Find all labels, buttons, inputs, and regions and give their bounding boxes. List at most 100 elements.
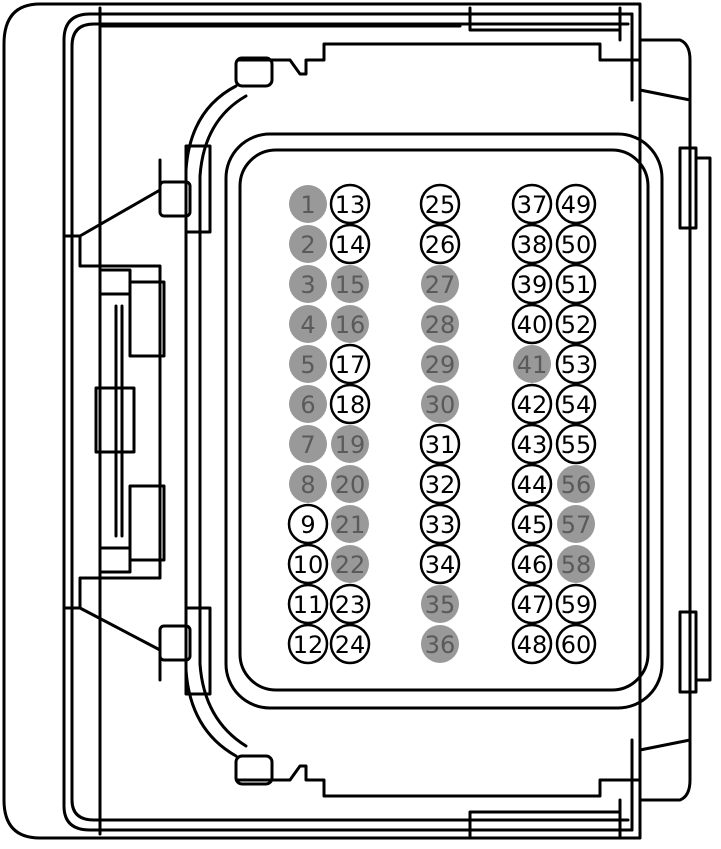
pin-14-label: 14	[335, 231, 366, 259]
pin-31-circle	[419, 423, 461, 465]
lock-lever-diagonal	[78, 158, 162, 682]
pin-22-label: 22	[335, 551, 366, 579]
pin-50-circle	[555, 223, 597, 265]
pin-5-circle	[289, 345, 327, 383]
right-side-step	[694, 156, 712, 682]
pin-20-label: 20	[335, 471, 366, 499]
pin-3-circle	[289, 265, 327, 303]
pin-42-label: 42	[517, 391, 548, 419]
pin-34-label: 34	[425, 551, 456, 579]
pin-20-circle	[331, 465, 369, 503]
pin-41-label: 41	[517, 351, 548, 379]
pin-45-circle	[511, 503, 553, 545]
pin-25-circle	[419, 183, 461, 225]
pin-22-circle	[331, 545, 369, 583]
pin-28-label: 28	[425, 311, 456, 339]
pin-44-circle	[511, 463, 553, 505]
shell-left-inner-2	[70, 22, 630, 822]
pin-9-circle	[287, 503, 329, 545]
pin-48-label: 48	[517, 631, 548, 659]
latch-top-tab	[234, 56, 274, 88]
pin-52-circle	[555, 303, 597, 345]
latch-arc-outer	[184, 84, 238, 758]
lever-rails	[114, 304, 124, 538]
cavity-inner	[238, 148, 650, 692]
pin-23-label: 23	[335, 591, 366, 619]
pin-10-circle	[287, 543, 329, 585]
pin-24-label: 24	[335, 631, 366, 659]
pin-4-label: 4	[300, 311, 315, 339]
latch-arc-inner	[198, 94, 248, 748]
cavity-outer	[224, 132, 664, 710]
pin-53-circle	[555, 343, 597, 385]
pin-46-label: 46	[517, 551, 548, 579]
pin-13-label: 13	[335, 191, 366, 219]
pin-48-circle	[511, 623, 553, 665]
pin-28-circle	[421, 305, 459, 343]
pin-59-label: 59	[561, 591, 592, 619]
lever-block-bottom	[128, 484, 166, 562]
pin-24-circle	[329, 623, 371, 665]
pin-30-label: 30	[425, 391, 456, 419]
pin-27-label: 27	[425, 271, 456, 299]
shell-top-segments	[98, 6, 692, 102]
lock-slot-top	[184, 144, 212, 234]
pin-59-circle	[555, 583, 597, 625]
pin-29-circle	[421, 345, 459, 383]
pin-14-circle	[329, 223, 371, 265]
outer-shell	[2, 2, 642, 840]
pin-6-label: 6	[300, 391, 315, 419]
pin-58-label: 58	[561, 551, 592, 579]
pin-cavity	[224, 132, 664, 710]
lever-inner	[98, 268, 132, 296]
lock-lever	[62, 234, 162, 610]
pin-56-label: 56	[561, 471, 592, 499]
pin-26-label: 26	[425, 231, 456, 259]
pin-2-label: 2	[300, 231, 315, 259]
pin-36-circle	[421, 625, 459, 663]
pin-16-circle	[331, 305, 369, 343]
pin-54-circle	[555, 383, 597, 425]
pin-60-circle	[555, 623, 597, 665]
pin-32-circle	[419, 463, 461, 505]
pin-16-label: 16	[335, 311, 366, 339]
pin-46-circle	[511, 543, 553, 585]
pin-29-label: 29	[425, 351, 456, 379]
pin-26-circle	[419, 223, 461, 265]
pin-32-label: 32	[425, 471, 456, 499]
pin-47-label: 47	[517, 591, 548, 619]
lever-inner-2	[98, 546, 132, 574]
pin-11-circle	[287, 583, 329, 625]
pin-42-circle	[511, 383, 553, 425]
pin-37-label: 37	[517, 191, 548, 219]
pin-55-label: 55	[561, 431, 592, 459]
pin-11-label: 11	[293, 591, 324, 619]
pin-40-circle	[511, 303, 553, 345]
pin-45-label: 45	[517, 511, 548, 539]
pin-12-circle	[287, 623, 329, 665]
connector-housing	[2, 2, 712, 840]
pin-18-circle	[329, 383, 371, 425]
pin-7-circle	[289, 425, 327, 463]
pin-1-circle	[289, 185, 327, 223]
right-side-detail	[678, 146, 698, 694]
pin-36-label: 36	[425, 631, 456, 659]
pin-21-label: 21	[335, 511, 366, 539]
shell-bottom-segments	[98, 738, 692, 838]
pin-17-circle	[329, 343, 371, 385]
pin-5-label: 5	[300, 351, 315, 379]
lock-latch-bottom	[158, 624, 192, 662]
pin-13-circle	[329, 183, 371, 225]
pin-49-circle	[555, 183, 597, 225]
pin-41-circle	[513, 345, 551, 383]
pin-60-label: 60	[561, 631, 592, 659]
pin-8-label: 8	[300, 471, 315, 499]
pin-39-label: 39	[517, 271, 548, 299]
pin-9-label: 9	[300, 511, 315, 539]
pin-33-circle	[419, 503, 461, 545]
pin-37-circle	[511, 183, 553, 225]
pin-27-circle	[421, 265, 459, 303]
pin-15-label: 15	[335, 271, 366, 299]
